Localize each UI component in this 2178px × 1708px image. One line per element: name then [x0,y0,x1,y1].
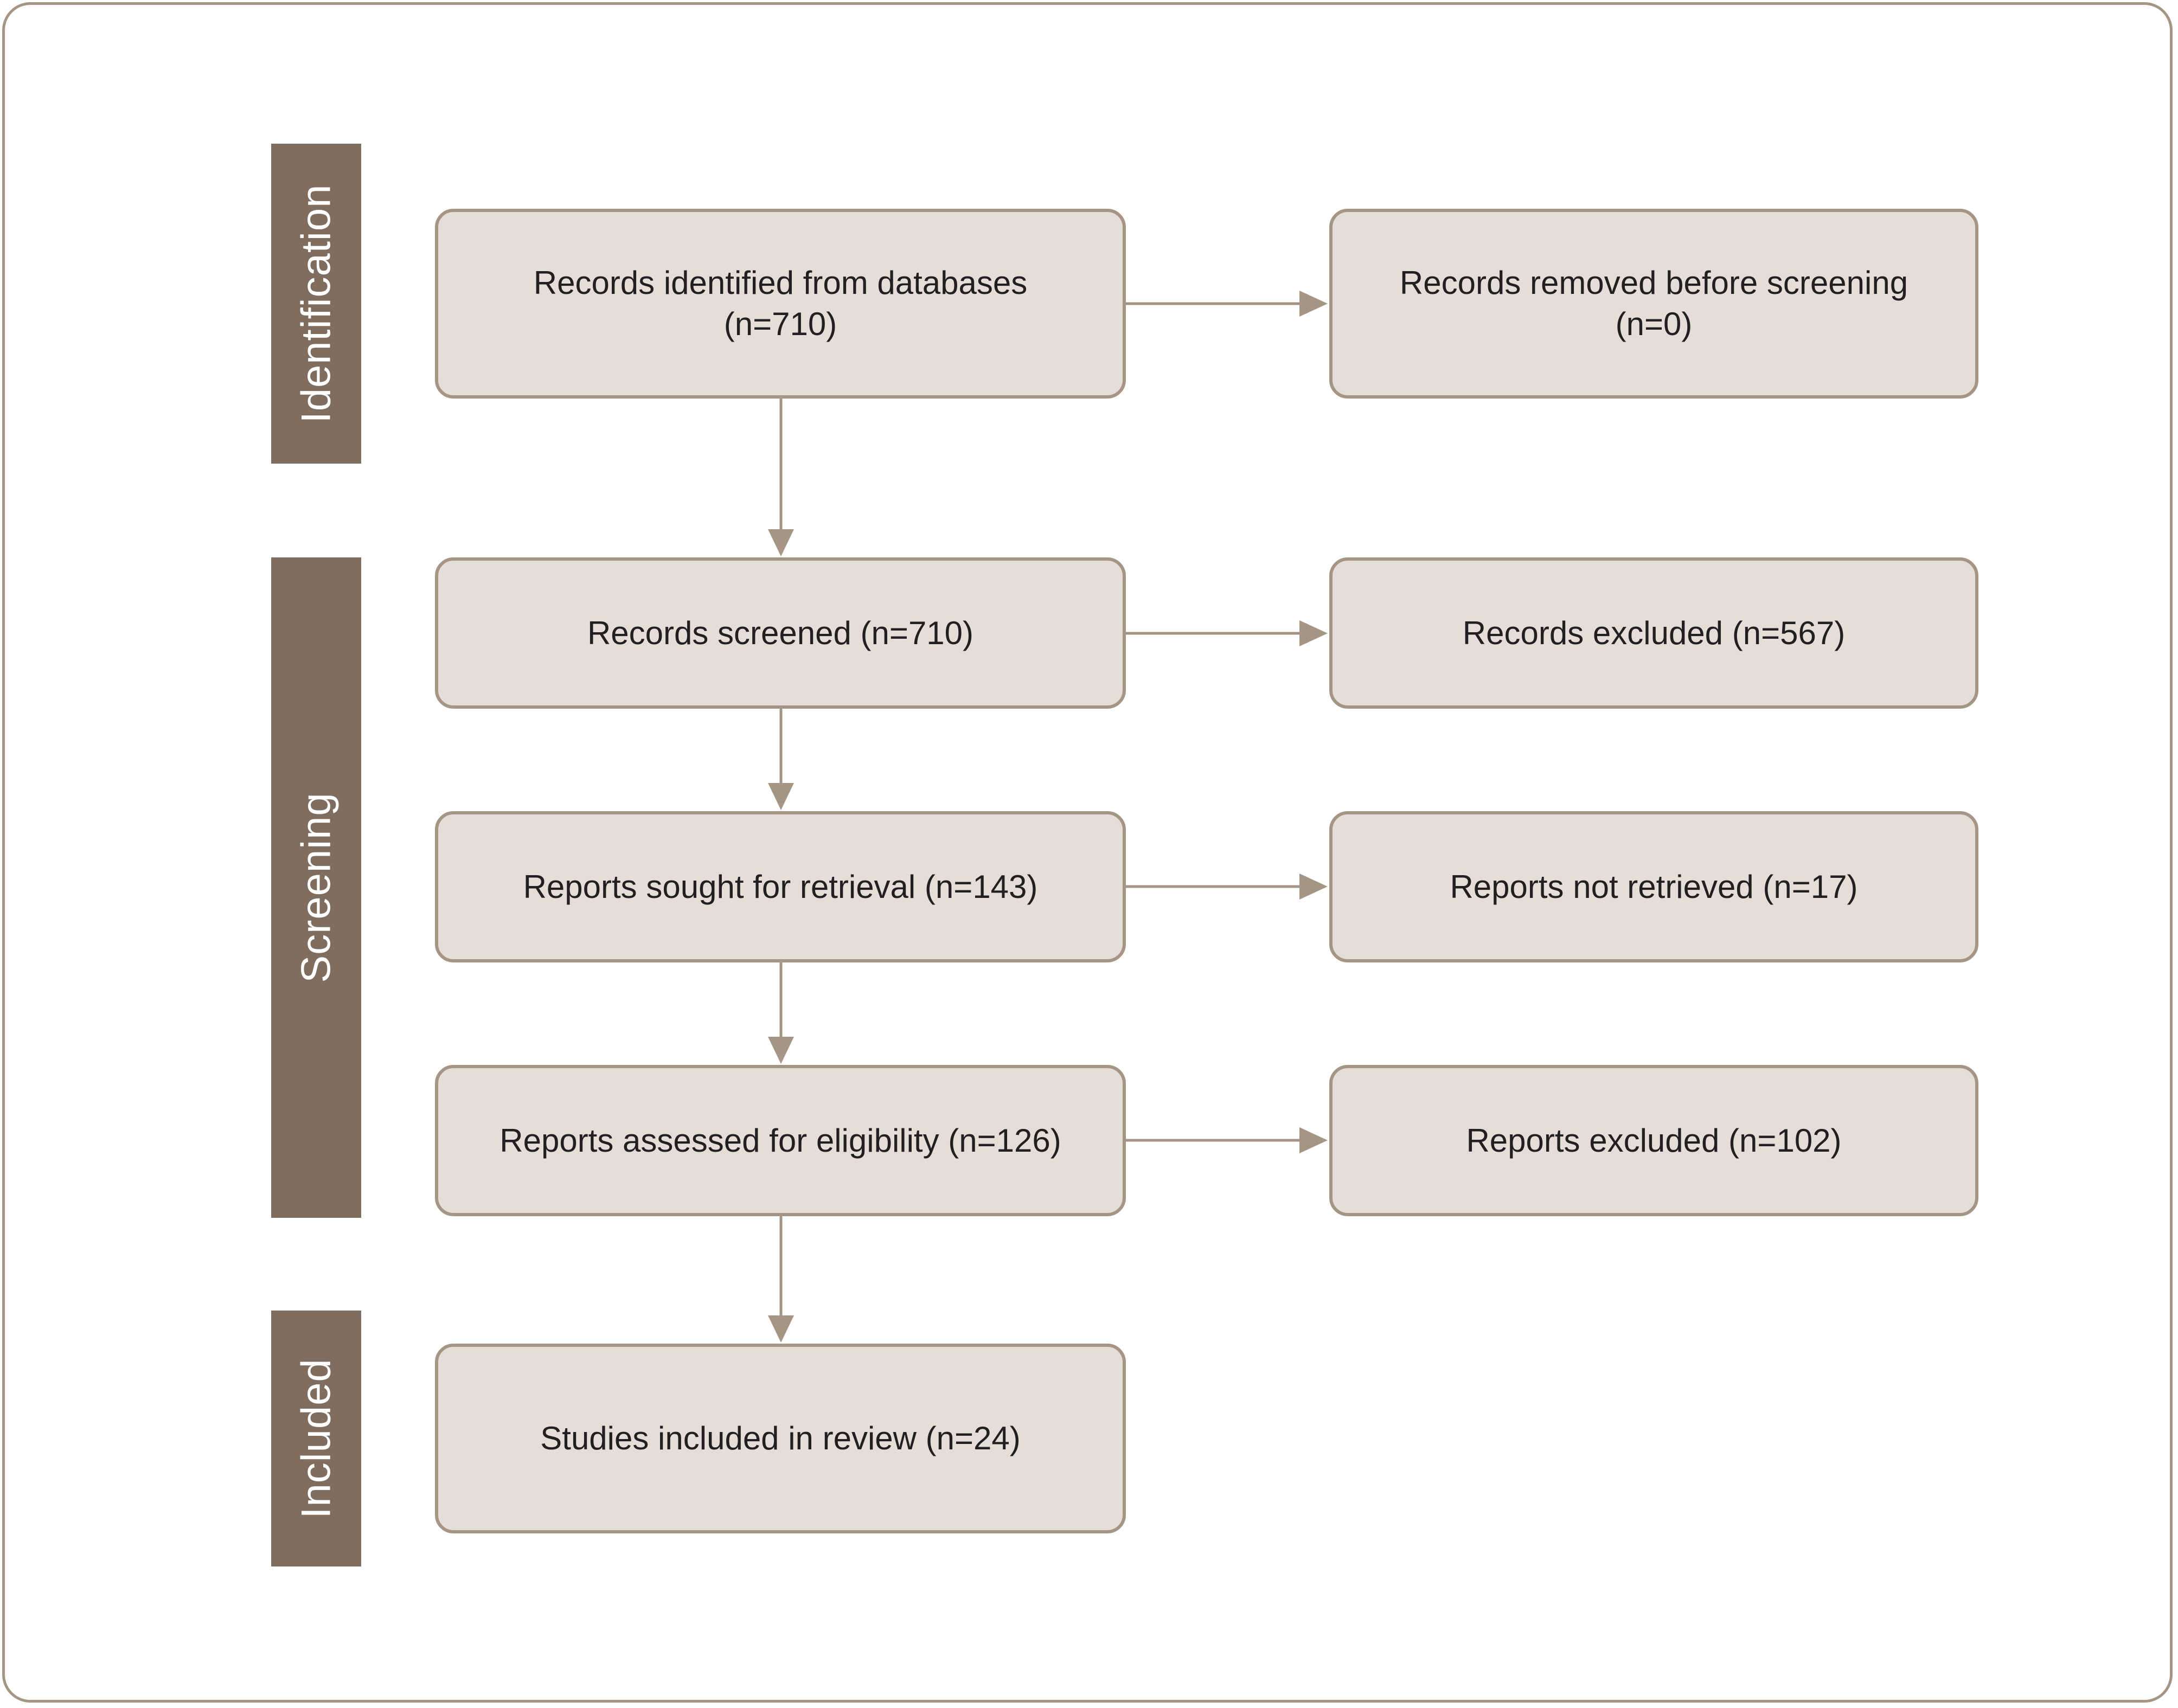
arrowhead-right-4 [1299,1127,1328,1153]
box-records-identified-line1: Records identified from databases [533,265,1028,301]
box-records-screened-text: Records screened (n=710) [587,614,974,651]
box-records-removed-line1: Records removed before screening [1399,265,1908,301]
box-studies-included: Studies included in review (n=24) [435,1344,1126,1533]
box-records-removed: Records removed before screening (n=0) [1329,209,1978,399]
box-records-excluded: Records excluded (n=567) [1329,557,1978,709]
box-records-identified: Records identified from databases (n=710… [435,209,1126,399]
arrowhead-down-2 [768,783,794,810]
box-reports-assessed-text: Reports assessed for eligibility (n=126) [499,1122,1061,1159]
box-reports-not-retrieved-text: Reports not retrieved (n=17) [1450,868,1858,905]
phase-screening: Screening [271,557,361,1218]
arrowhead-down-3 [768,1037,794,1064]
arrowhead-down-1 [768,529,794,556]
phase-identification: Identification [271,144,361,464]
box-records-screened: Records screened (n=710) [435,557,1126,709]
arrowhead-down-4 [768,1315,794,1343]
box-records-removed-line2: (n=0) [1615,306,1693,342]
box-reports-assessed: Reports assessed for eligibility (n=126) [435,1065,1126,1216]
box-reports-sought: Reports sought for retrieval (n=143) [435,811,1126,962]
phase-included: Included [271,1311,361,1566]
arrowhead-right-2 [1299,620,1328,646]
box-records-excluded-text: Records excluded (n=567) [1462,614,1846,651]
box-reports-not-retrieved: Reports not retrieved (n=17) [1329,811,1978,962]
arrowhead-right-3 [1299,874,1328,900]
box-studies-included-text: Studies included in review (n=24) [540,1420,1021,1456]
box-reports-sought-text: Reports sought for retrieval (n=143) [523,868,1038,905]
box-reports-excluded: Reports excluded (n=102) [1329,1065,1978,1216]
arrowhead-right-1 [1299,291,1328,317]
box-reports-excluded-text: Reports excluded (n=102) [1466,1122,1842,1159]
box-records-identified-line2: (n=710) [723,306,837,342]
